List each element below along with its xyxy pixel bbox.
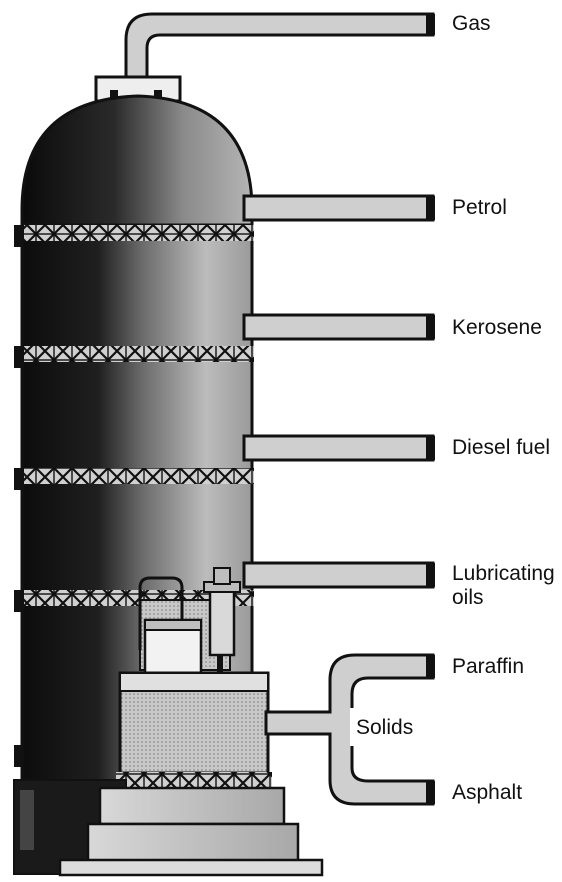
kerosene-pipe [242,313,435,341]
lubricating-label-line2: oils [452,586,484,609]
lubricating-pipe [242,561,435,589]
base-truss [116,772,272,788]
lubricating-label: Lubricating [452,562,555,585]
foundation-lower [86,822,300,864]
output-pipes [242,194,435,589]
solids-label: Solids [356,716,414,739]
column-dome [20,94,254,232]
petrol-label: Petrol [452,196,507,219]
solids-split-pipe [264,653,435,806]
asphalt-label: Asphalt [452,781,523,804]
column-trays [14,225,254,767]
foundation-slab [58,858,324,877]
paraffin-label: Paraffin [452,655,524,678]
kerosene-label: Kerosene [452,316,542,339]
diesel-pipe [242,434,435,462]
foundation-upper [98,786,286,826]
diesel-label: Diesel fuel [452,436,551,459]
gas-label: Gas [452,12,491,35]
gas-pipe [124,12,435,86]
gas-pipe-end [426,14,435,35]
petrol-pipe [242,194,435,222]
